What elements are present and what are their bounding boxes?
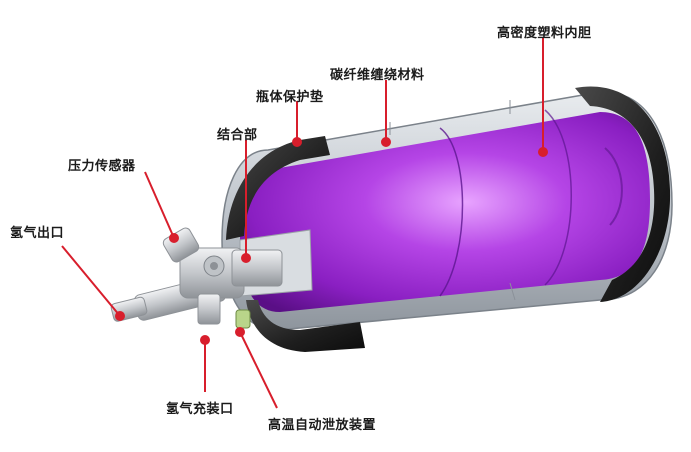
leader-dots: [115, 137, 548, 345]
label-protective-pad: 瓶体保护垫: [256, 90, 324, 105]
label-liner: 高密度塑料内胆: [497, 26, 592, 41]
left-end-cap-bottom: [246, 300, 365, 352]
label-pressure-sensor: 压力传感器: [68, 159, 136, 174]
right-end-cap: [575, 86, 671, 302]
plastic-liner: [240, 112, 650, 312]
label-thermal-relief-device: 高温自动泄放装置: [268, 418, 377, 433]
label-hydrogen-fill-port: 氢气充装口: [166, 402, 234, 417]
label-hydrogen-outlet: 氢气出口: [10, 226, 65, 241]
leader-lines: [61, 38, 544, 409]
label-carbon-fiber: 碳纤维缠绕材料: [330, 68, 425, 83]
label-joint: 结合部: [217, 128, 258, 143]
